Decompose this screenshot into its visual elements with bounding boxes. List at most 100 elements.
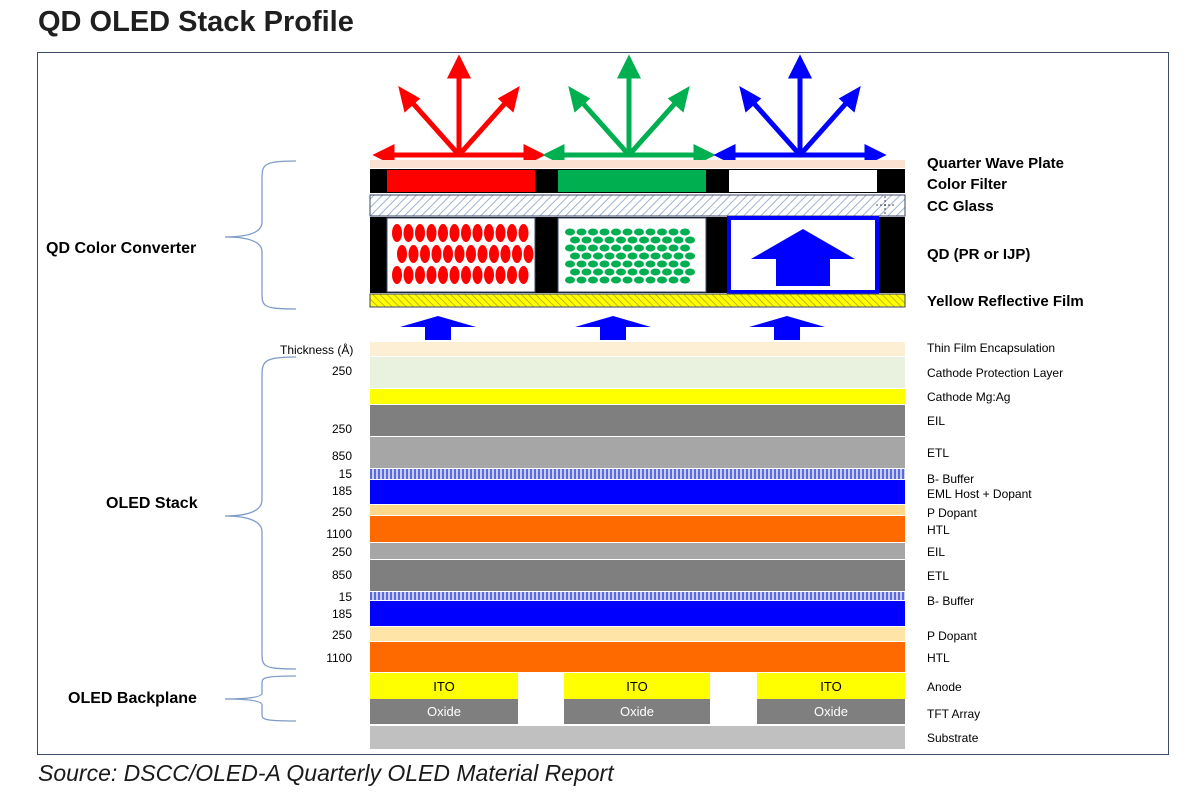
green-quantum-dot <box>576 276 587 284</box>
red-quantum-dot <box>403 266 414 284</box>
red-quantum-dot <box>431 245 442 263</box>
green-quantum-dot <box>616 236 626 244</box>
oxide-tft-2 <box>564 699 710 724</box>
red-quantum-dot <box>392 224 402 242</box>
green-quantum-dot <box>680 276 690 284</box>
green-quantum-dot <box>680 260 690 268</box>
green-quantum-dot <box>650 236 661 244</box>
stack-layer <box>370 642 905 672</box>
stack-layer-label: EML Host + Dopant <box>927 487 1032 501</box>
oxide-label-1: Oxide <box>427 704 461 719</box>
green-quantum-dot <box>645 276 656 284</box>
green-quantum-dot <box>680 244 690 252</box>
stack-layer <box>370 516 905 542</box>
green-quantum-dot <box>599 244 610 252</box>
green-quantum-dot <box>565 244 575 252</box>
red-quantum-dot <box>438 266 448 284</box>
thickness-value: 185 <box>331 484 352 498</box>
green-quantum-dot <box>645 228 656 236</box>
green-quantum-dot <box>604 252 615 260</box>
oled-stack-brace <box>224 356 297 670</box>
ito-label-1: ITO <box>433 679 455 694</box>
green-quantum-dot <box>570 236 580 244</box>
stack-layer-label: P Dopant <box>927 506 977 520</box>
red-quantum-dot <box>415 224 425 242</box>
red-quantum-dot <box>403 224 414 242</box>
red-emission-arrows <box>372 54 546 167</box>
stack-layer <box>370 437 905 468</box>
green-quantum-dot <box>588 244 598 252</box>
green-quantum-dot <box>593 236 603 244</box>
green-quantum-dot <box>634 228 644 236</box>
green-quantum-dot <box>639 236 649 244</box>
qd-layer <box>370 216 905 294</box>
green-quantum-dot <box>611 276 621 284</box>
red-quantum-dot <box>466 245 476 263</box>
source-caption: Source: DSCC/OLED-A Quarterly OLED Mater… <box>38 760 614 786</box>
green-quantum-dot <box>593 252 603 260</box>
green-quantum-dot <box>576 228 587 236</box>
green-quantum-dot <box>627 236 638 244</box>
oled-backplane-label: OLED Backplane <box>68 690 197 707</box>
green-quantum-dot <box>650 268 661 276</box>
green-quantum-dot <box>657 276 667 284</box>
color-filter-layer <box>370 169 905 193</box>
stack-layer <box>370 469 905 479</box>
stack-layer-label: P Dopant <box>927 629 977 643</box>
stack-layer <box>370 389 905 404</box>
green-emission-arrows <box>542 54 716 167</box>
green-quantum-dot <box>673 236 684 244</box>
red-quantum-dot <box>518 266 529 284</box>
red-quantum-dot <box>472 266 483 284</box>
qd-label: QD (PR or IJP) <box>927 246 1031 263</box>
oled-stack-label: OLED Stack <box>106 495 198 512</box>
green-quantum-dot <box>685 252 695 260</box>
red-quantum-dot <box>408 245 419 263</box>
green-quantum-dot <box>622 228 633 236</box>
green-quantum-dot <box>645 244 656 252</box>
green-quantum-dot <box>622 244 633 252</box>
crosshair-icon <box>876 196 894 214</box>
green-quantum-dot <box>581 236 592 244</box>
green-quantum-dot <box>662 236 672 244</box>
red-quantum-dot <box>454 245 465 263</box>
ito-anode-3 <box>757 673 905 699</box>
red-quantum-dot <box>426 266 437 284</box>
green-quantum-dot <box>622 276 633 284</box>
stack-layer-label: Cathode Mg:Ag <box>927 390 1011 404</box>
thickness-value: 15 <box>338 467 352 481</box>
qd-converter-brace <box>224 160 297 310</box>
red-quantum-dot <box>489 245 499 263</box>
thickness-value: 185 <box>331 607 352 621</box>
green-quantum-dot <box>680 228 690 236</box>
red-quantum-dot <box>477 245 488 263</box>
thickness-value: 250 <box>331 422 352 436</box>
green-quantum-dot <box>622 260 633 268</box>
green-quantum-dot <box>604 268 615 276</box>
stack-layer <box>370 505 905 515</box>
red-quantum-dot <box>461 266 471 284</box>
thickness-value: 1100 <box>326 527 352 541</box>
green-quantum-dot <box>604 236 615 244</box>
stack-layer <box>370 560 905 591</box>
green-quantum-dot <box>657 228 667 236</box>
blue-emission-arrows <box>713 54 887 167</box>
ito-anode-1 <box>370 673 518 699</box>
ito-anode-2 <box>564 673 710 699</box>
thickness-value: 250 <box>331 505 352 519</box>
stack-layer-label: HTL <box>927 523 950 537</box>
green-quantum-dot <box>570 252 580 260</box>
green-quantum-dot <box>662 268 672 276</box>
red-quantum-dot <box>461 224 471 242</box>
red-quantum-dot <box>443 245 453 263</box>
green-quantum-dot <box>673 268 684 276</box>
red-quantum-dot <box>484 266 494 284</box>
oxide-tft-3 <box>757 699 905 724</box>
red-quantum-dot <box>512 245 522 263</box>
quarter-wave-plate <box>370 160 905 168</box>
qd-color-converter-label: QD Color Converter <box>46 240 197 257</box>
yellow-reflective-film-label: Yellow Reflective Film <box>927 293 1084 310</box>
red-quantum-dot <box>507 266 517 284</box>
cc-glass-label: CC Glass <box>927 198 994 215</box>
green-quantum-dot <box>634 244 644 252</box>
